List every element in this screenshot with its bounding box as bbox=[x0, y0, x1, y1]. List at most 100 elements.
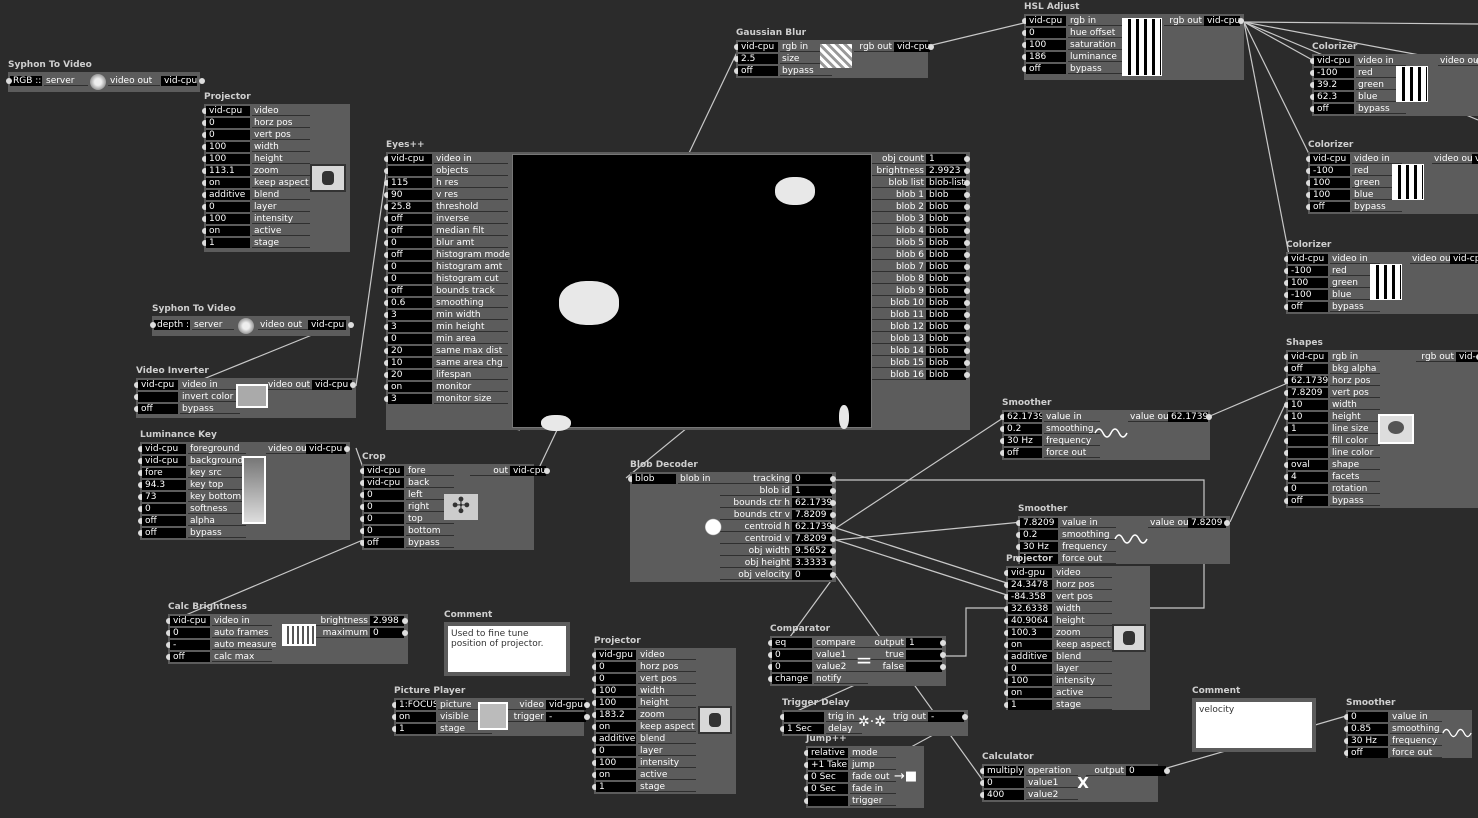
input-value[interactable]: 0 bbox=[364, 526, 404, 536]
output-port[interactable] bbox=[402, 618, 408, 624]
input-value[interactable]: additive bbox=[206, 190, 250, 200]
input-value[interactable]: vid-cpu bbox=[138, 380, 178, 390]
input-value[interactable]: -100 bbox=[1314, 68, 1354, 78]
input-value[interactable]: 0 bbox=[170, 628, 210, 638]
input-value[interactable]: 100.3 bbox=[1008, 628, 1052, 638]
input-value[interactable]: 0 bbox=[772, 662, 812, 672]
input-port[interactable] bbox=[1004, 702, 1010, 708]
input-port[interactable] bbox=[592, 772, 598, 778]
input-value[interactable]: 100 bbox=[1310, 190, 1350, 200]
input-value[interactable]: off bbox=[1288, 364, 1328, 374]
output-port[interactable] bbox=[584, 714, 590, 720]
input-value[interactable]: off bbox=[142, 528, 186, 538]
input-port[interactable] bbox=[1284, 366, 1290, 372]
input-port[interactable] bbox=[768, 664, 774, 670]
input-value[interactable]: 0 bbox=[206, 130, 250, 140]
input-value[interactable]: 1 bbox=[1288, 424, 1328, 434]
input-port[interactable] bbox=[6, 78, 12, 84]
input-port[interactable] bbox=[1284, 498, 1290, 504]
input-port[interactable] bbox=[360, 516, 366, 522]
input-value[interactable]: vid-gpu bbox=[596, 650, 636, 660]
input-port[interactable] bbox=[1284, 450, 1290, 456]
input-port[interactable] bbox=[202, 108, 208, 114]
input-port[interactable] bbox=[1344, 714, 1350, 720]
input-value[interactable] bbox=[808, 796, 848, 806]
input-port[interactable] bbox=[592, 748, 598, 754]
input-value[interactable]: 183.2 bbox=[596, 710, 636, 720]
output-port[interactable] bbox=[964, 372, 970, 378]
input-port[interactable] bbox=[384, 288, 390, 294]
input-port[interactable] bbox=[138, 494, 144, 500]
input-value[interactable]: 20 bbox=[388, 370, 432, 380]
input-port[interactable] bbox=[134, 382, 140, 388]
input-port[interactable] bbox=[384, 168, 390, 174]
output-port[interactable] bbox=[940, 664, 946, 670]
output-port[interactable] bbox=[830, 560, 836, 566]
input-value[interactable]: - bbox=[170, 640, 210, 650]
input-port[interactable] bbox=[1284, 354, 1290, 360]
input-value[interactable]: 0 bbox=[772, 650, 812, 660]
output-port[interactable] bbox=[402, 630, 408, 636]
output-port[interactable] bbox=[964, 240, 970, 246]
input-value[interactable]: 0.2 bbox=[1004, 424, 1042, 434]
output-port[interactable] bbox=[964, 156, 970, 162]
input-port[interactable] bbox=[1004, 654, 1010, 660]
input-value[interactable]: on bbox=[1008, 640, 1052, 650]
output-port[interactable] bbox=[1476, 354, 1478, 360]
input-value[interactable]: blob bbox=[632, 474, 676, 484]
input-value[interactable]: vid-cpu bbox=[1314, 56, 1354, 66]
input-port[interactable] bbox=[768, 652, 774, 658]
input-value[interactable]: vid-cpu bbox=[388, 154, 432, 164]
input-port[interactable] bbox=[166, 654, 172, 660]
input-value[interactable]: 100 bbox=[596, 698, 636, 708]
input-value[interactable]: 62.3 bbox=[1314, 92, 1354, 102]
input-port[interactable] bbox=[138, 482, 144, 488]
input-port[interactable] bbox=[1004, 570, 1010, 576]
input-port[interactable] bbox=[384, 360, 390, 366]
output-port[interactable] bbox=[1224, 520, 1230, 526]
input-value[interactable]: -100 bbox=[1288, 266, 1328, 276]
input-port[interactable] bbox=[360, 504, 366, 510]
input-value[interactable]: 0 bbox=[142, 504, 186, 514]
output-port[interactable] bbox=[964, 264, 970, 270]
input-port[interactable] bbox=[384, 396, 390, 402]
input-port[interactable] bbox=[384, 348, 390, 354]
input-port[interactable] bbox=[384, 276, 390, 282]
input-port[interactable] bbox=[592, 760, 598, 766]
input-port[interactable] bbox=[384, 180, 390, 186]
input-value[interactable]: 1 bbox=[596, 782, 636, 792]
input-value[interactable]: +1 Take bbox=[808, 760, 848, 770]
input-value[interactable]: 0.85 bbox=[1348, 724, 1388, 734]
output-port[interactable] bbox=[964, 312, 970, 318]
input-port[interactable] bbox=[1310, 70, 1316, 76]
input-value[interactable]: off bbox=[738, 66, 778, 76]
input-port[interactable] bbox=[202, 156, 208, 162]
input-value[interactable]: 73 bbox=[142, 492, 186, 502]
input-value[interactable]: 30 Hz bbox=[1348, 736, 1388, 746]
input-port[interactable] bbox=[1284, 486, 1290, 492]
input-port[interactable] bbox=[1284, 256, 1290, 262]
input-port[interactable] bbox=[1306, 180, 1312, 186]
input-value[interactable]: off bbox=[138, 404, 178, 414]
input-value[interactable]: off bbox=[388, 286, 432, 296]
input-port[interactable] bbox=[1284, 474, 1290, 480]
input-port[interactable] bbox=[384, 240, 390, 246]
input-port[interactable] bbox=[734, 68, 740, 74]
